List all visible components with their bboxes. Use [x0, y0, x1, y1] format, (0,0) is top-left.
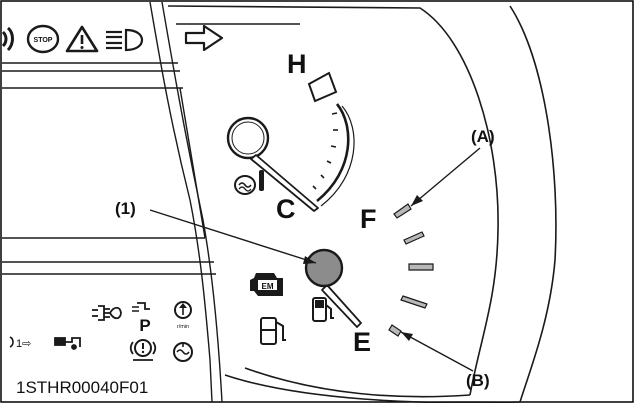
parking-brake-label: P: [139, 316, 150, 335]
temperature-needle-hub: [226, 116, 270, 160]
hot-zone-marker: [307, 71, 338, 103]
fuel-gauge: F E: [304, 203, 434, 357]
rpm-label: r/min: [177, 324, 189, 330]
needle-callout-label: (1): [115, 199, 136, 218]
callouts: (1) (A) (B): [115, 127, 495, 390]
full-segment-callout-line: [410, 147, 481, 207]
stop-icon: STOP: [26, 24, 60, 54]
fuel-segment-full: [393, 203, 412, 219]
fuel-needle-hub: [304, 248, 344, 288]
left-display-panel: [2, 1, 223, 403]
brake-warning-icon: [129, 339, 157, 361]
needle-callout-arrowhead: [303, 256, 316, 264]
fuel-segment-1: [400, 295, 428, 309]
stop-icon-label: STOP: [34, 37, 53, 44]
warning-triangle-icon: [65, 25, 99, 53]
temperature-needle: [250, 154, 319, 212]
fuel-empty-label: E: [353, 327, 371, 357]
engine-warning-icon: EM: [250, 273, 283, 296]
engine-warning-label: EM: [262, 282, 274, 291]
full-segment-callout-label: (A): [471, 127, 495, 146]
empty-segment-callout-line: [400, 331, 474, 372]
full-segment-callout-arrowhead: [411, 195, 423, 206]
fuel-needle: [321, 284, 362, 328]
fuel-segment-3: [403, 231, 425, 245]
fuel-scale-segments: [388, 203, 434, 337]
temperature-scale-arc-inner: [320, 105, 355, 207]
turn-signal-arrow-icon: [184, 24, 224, 52]
temperature-cold-label: C: [276, 194, 296, 224]
indicator-icons: EM P r/min 1⇨: [9, 273, 286, 362]
shift-indicator-label: 1⇨: [16, 338, 31, 350]
top-warning-icons: STOP: [1, 24, 224, 54]
oil-pressure-icon: r/min: [174, 301, 192, 330]
temperature-needle-hub-inner: [231, 121, 265, 155]
fuel-segment-2: [408, 263, 434, 271]
fuel-full-label: F: [360, 204, 377, 234]
hitch-icon: [54, 337, 81, 350]
engine-coolant-icon: [173, 342, 193, 362]
temperature-hot-label: H: [287, 49, 307, 79]
temperature-scale-arc: [316, 103, 350, 203]
headlight-high-beam-icon: [106, 28, 144, 52]
figure-id: 1STHR00040F01: [16, 378, 148, 397]
glow-plug-icon: [92, 305, 122, 321]
empty-segment-callout-label: (B): [466, 371, 490, 390]
coolant-temperature-icon: [234, 170, 264, 195]
fuel-pump-icon: [312, 297, 334, 322]
fuel-level-icon: [260, 317, 286, 345]
needle-callout-line: [149, 209, 317, 264]
parking-brake-icon: P: [132, 302, 151, 335]
empty-segment-callout-arrowhead: [401, 332, 413, 341]
shift-indicator-icon: 1⇨: [9, 336, 31, 350]
temperature-scale-ticks: [312, 112, 338, 190]
partial-icon: [1, 26, 14, 52]
temperature-gauge: H C: [226, 49, 355, 224]
fuel-segment-empty: [388, 324, 402, 337]
